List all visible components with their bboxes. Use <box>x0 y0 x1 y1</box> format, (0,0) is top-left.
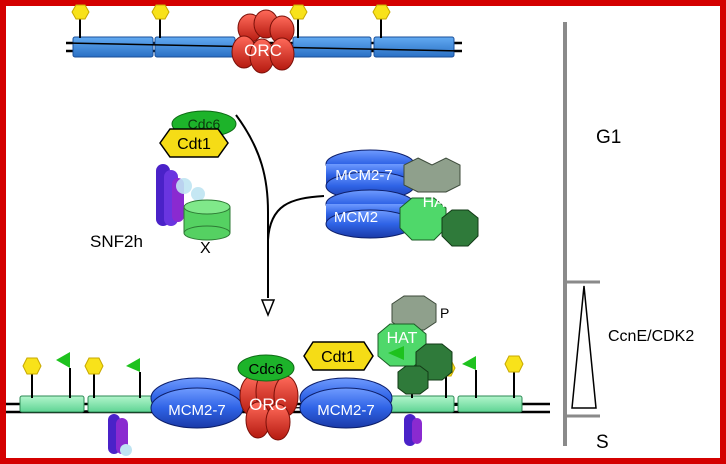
ccne-wedge <box>571 285 597 409</box>
orc-bottom-label: ORC <box>249 395 287 414</box>
yellow-hexagon-mark <box>504 355 524 373</box>
top-histone-marks <box>71 4 391 38</box>
cdc6-cdt1-complex: Cdc6 Cdt1 <box>159 110 237 158</box>
cdc6-bottom: Cdc6 <box>237 354 295 382</box>
green-flag-mark <box>126 358 140 372</box>
bottom-nucleosomes <box>19 395 523 413</box>
yellow-hexagon-mark <box>84 357 104 375</box>
s-phase-label: S <box>596 432 609 453</box>
cdt1-bottom-label: Cdt1 <box>321 349 355 366</box>
hat-hexagon-grey <box>403 157 461 193</box>
mcm-b-label: MCM2 <box>334 209 378 226</box>
yellow-hexagon-mark <box>372 4 391 20</box>
x-label: X <box>200 240 211 257</box>
mcm-left: MCM2-7 <box>150 377 244 429</box>
cdc6-bottom-label: Cdc6 <box>248 361 283 378</box>
cdt1-top-label: Cdt1 <box>177 136 211 153</box>
p-label: P <box>440 305 449 321</box>
hat-top-label: HAT <box>423 194 454 211</box>
orc-complex-bottom: ORC <box>239 369 299 441</box>
hat-bottom-label: HAT <box>387 330 418 347</box>
mcm-left-label: MCM2-7 <box>168 402 226 419</box>
orc-top-label: ORC <box>244 41 282 60</box>
nucleosome <box>19 395 85 413</box>
orc-complex-top: ORC <box>231 9 295 74</box>
green-flag-mark <box>388 346 404 360</box>
nucleosome <box>292 36 372 58</box>
yellow-hexagon-mark <box>289 4 308 20</box>
g1-label: G1 <box>596 127 621 148</box>
hat-bottom: HAT P <box>377 295 453 395</box>
cdc6-top-label: Cdc6 <box>188 116 221 132</box>
yellow-hexagon-mark <box>71 4 90 20</box>
assembly-arrow <box>235 114 325 318</box>
hat-hexagon-dark <box>441 209 479 247</box>
green-flag-mark <box>462 356 476 370</box>
cdt1-bottom: Cdt1 <box>303 341 374 371</box>
cell-cycle-timeline: G1 S CcnE/CDK2 <box>563 22 694 453</box>
nucleosome <box>389 395 455 413</box>
nucleosome <box>87 395 153 413</box>
yellow-hexagon-mark <box>151 4 170 20</box>
nucleosome <box>373 36 455 58</box>
bottom-snf2h-bars <box>108 414 422 456</box>
cdt1-hexagon <box>159 128 229 158</box>
mcm-a-label: MCM2-7 <box>335 167 393 184</box>
nucleosome <box>154 36 236 58</box>
nucleosome <box>457 395 523 413</box>
yellow-hexagon-mark <box>22 357 42 375</box>
mcm-right-label: MCM2-7 <box>317 402 375 419</box>
mcm-right: MCM2-7 <box>299 377 393 429</box>
green-flag-mark <box>56 352 70 368</box>
mcm-hat-complex: MCM2-7 MCM2 HAT <box>325 149 479 247</box>
x-cylinder <box>183 199 231 241</box>
ccne-label: CcnE/CDK2 <box>608 328 694 345</box>
snf2h-complex: SNF2h X <box>90 164 231 257</box>
snf2h-label: SNF2h <box>90 232 143 251</box>
nucleosome <box>72 36 154 58</box>
